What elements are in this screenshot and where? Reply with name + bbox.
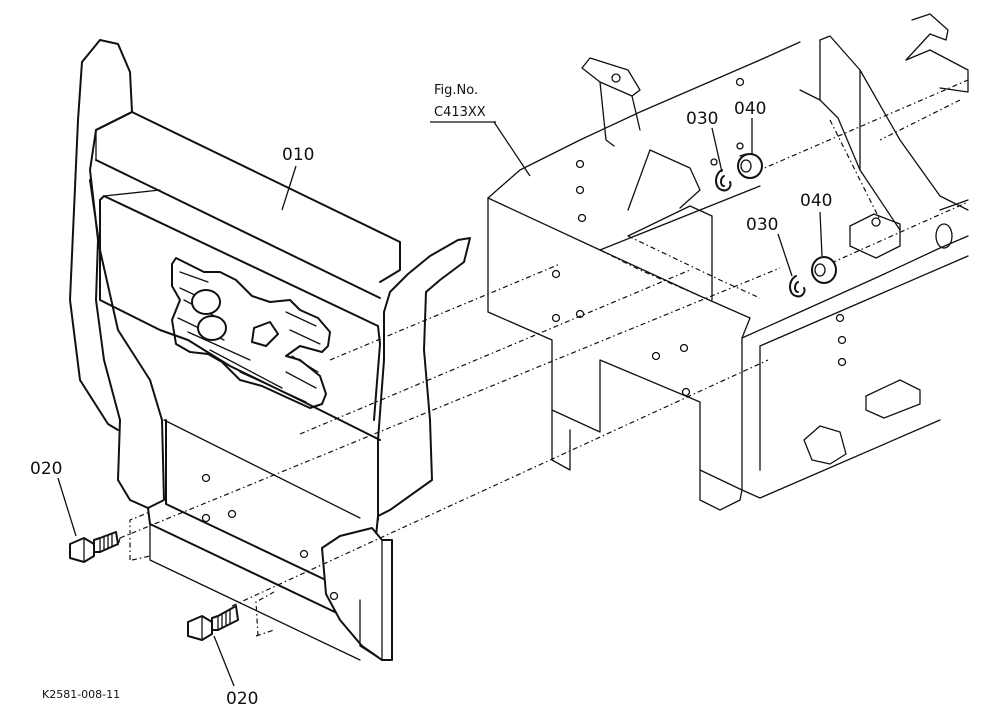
label-040-lower: 040 xyxy=(800,191,832,211)
grille-guard-010 xyxy=(69,39,471,661)
frame-assembly xyxy=(487,13,969,511)
lock-washer-030-upper xyxy=(715,169,732,192)
label-020-lower: 020 xyxy=(226,689,258,709)
fig-no-value: C413XX xyxy=(434,105,486,120)
part-labels: 010 020 020 030 040 030 040 Fig.No. C413… xyxy=(30,83,832,709)
spacer-040-lower xyxy=(811,256,837,284)
label-020-upper: 020 xyxy=(30,459,62,479)
label-030-upper: 030 xyxy=(686,109,718,129)
leader-lines xyxy=(57,118,823,687)
label-030-lower: 030 xyxy=(746,215,778,235)
bolt-020-upper xyxy=(69,531,119,563)
lock-washer-030-lower xyxy=(789,275,806,298)
drawing-code: K2581-008-11 xyxy=(42,688,120,701)
assembly-center-lines xyxy=(117,79,969,637)
bolt-020-lower xyxy=(187,605,239,641)
fig-no-title: Fig.No. xyxy=(434,83,478,98)
label-040-upper: 040 xyxy=(734,99,766,119)
spacer-040-upper xyxy=(737,153,763,179)
emblem-grille-pattern xyxy=(171,257,331,409)
label-010: 010 xyxy=(282,145,314,165)
